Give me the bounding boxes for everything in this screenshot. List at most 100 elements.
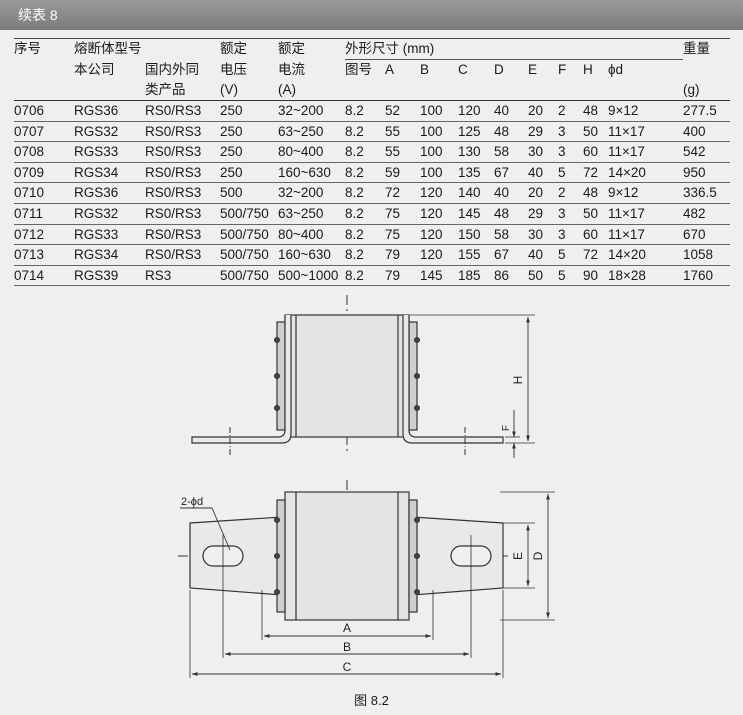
table-continuation-banner: 续表 8 [0, 0, 743, 30]
cell-fig: 8.2 [345, 120, 385, 142]
label-d: D [531, 551, 545, 560]
terminal-right [402, 315, 504, 444]
side-view-body [284, 314, 410, 438]
cell-e: 40 [528, 161, 558, 183]
cell-seq: 0709 [14, 161, 74, 183]
cell-seq: 0711 [14, 202, 74, 225]
cell-f: 2 [558, 182, 583, 204]
cell-weight: 482 [683, 202, 730, 225]
cell-seq: 0713 [14, 244, 74, 266]
cell-e: 29 [528, 202, 558, 225]
label-h: H [511, 376, 525, 385]
cell-equiv: RS0/RS3 [145, 161, 220, 183]
cell-a: 55 [385, 141, 420, 163]
cell-current: 500~1000 [278, 264, 345, 287]
header-col-h: H [583, 62, 593, 78]
cell-b: 120 [420, 223, 458, 245]
cell-weight: 400 [683, 120, 730, 142]
cell-model: RGS33 [74, 141, 145, 163]
cell-fig: 8.2 [345, 202, 385, 225]
cell-fig: 8.2 [345, 182, 385, 204]
cell-weight: 336.5 [683, 182, 730, 204]
cell-current: 80~400 [278, 141, 345, 163]
cell-d: 40 [494, 100, 528, 122]
cell-voltage: 500/750 [220, 223, 278, 245]
cell-f: 3 [558, 223, 583, 245]
header-model-group: 熔断体型号 [74, 38, 220, 60]
cell-weight: 542 [683, 141, 730, 163]
cell-equiv: RS0/RS3 [145, 202, 220, 225]
cell-b: 100 [420, 100, 458, 122]
cell-d: 48 [494, 120, 528, 142]
cell-current: 80~400 [278, 223, 345, 245]
terminal-left [191, 315, 292, 444]
cell-seq: 0712 [14, 223, 74, 245]
table-header-row-3: 类产品 (V) (A) (g) [14, 80, 730, 101]
cell-a: 79 [385, 244, 420, 266]
cell-current: 63~250 [278, 202, 345, 225]
cell-voltage: 250 [220, 120, 278, 142]
cell-model: RGS32 [74, 120, 145, 142]
cell-fig: 8.2 [345, 264, 385, 287]
header-voltage-1: 额定 [220, 38, 278, 60]
cell-e: 20 [528, 100, 558, 122]
cell-h: 50 [583, 202, 608, 225]
header-seq: 序号 [14, 38, 74, 60]
cell-a: 52 [385, 100, 420, 122]
cell-equiv: RS3 [145, 264, 220, 287]
cell-voltage: 500/750 [220, 202, 278, 225]
cell-fig: 8.2 [345, 161, 385, 183]
cell-a: 55 [385, 120, 420, 142]
header-dims-group: 外形尺寸 (mm) [345, 38, 683, 60]
cell-h: 60 [583, 223, 608, 245]
cell-weight: 1058 [683, 244, 730, 266]
cell-phid: 11×17 [608, 141, 683, 163]
cell-model: RGS36 [74, 100, 145, 122]
cell-e: 29 [528, 120, 558, 142]
cell-f: 5 [558, 244, 583, 266]
cell-model: RGS39 [74, 264, 145, 287]
cell-phid: 11×17 [608, 120, 683, 142]
cell-phid: 14×20 [608, 161, 683, 183]
cell-seq: 0706 [14, 100, 74, 122]
header-voltage-3: (V) [220, 82, 238, 98]
cell-h: 48 [583, 182, 608, 204]
cell-e: 30 [528, 141, 558, 163]
cell-a: 59 [385, 161, 420, 183]
cell-d: 67 [494, 244, 528, 266]
cell-b: 120 [420, 202, 458, 225]
cell-c: 150 [458, 223, 494, 245]
header-model-company: 本公司 [74, 61, 115, 77]
cell-c: 120 [458, 100, 494, 122]
cell-h: 72 [583, 161, 608, 183]
cell-voltage: 250 [220, 141, 278, 163]
cell-b: 100 [420, 141, 458, 163]
label-b: B [343, 640, 351, 654]
cell-fig: 8.2 [345, 100, 385, 122]
cell-phid: 9×12 [608, 100, 683, 122]
cell-e: 40 [528, 244, 558, 266]
cell-f: 3 [558, 120, 583, 142]
cell-e: 50 [528, 264, 558, 287]
cell-current: 32~200 [278, 100, 345, 122]
cell-f: 2 [558, 100, 583, 122]
cell-equiv: RS0/RS3 [145, 141, 220, 163]
cell-current: 160~630 [278, 244, 345, 266]
cell-c: 130 [458, 141, 494, 163]
header-col-a: A [385, 62, 395, 78]
cell-voltage: 500 [220, 182, 278, 204]
cell-a: 72 [385, 182, 420, 204]
cell-b: 120 [420, 244, 458, 266]
leader-2phid [211, 507, 231, 551]
cell-voltage: 250 [220, 100, 278, 122]
cell-f: 5 [558, 264, 583, 287]
cell-phid: 9×12 [608, 182, 683, 204]
cell-b: 145 [420, 264, 458, 287]
cell-d: 40 [494, 182, 528, 204]
